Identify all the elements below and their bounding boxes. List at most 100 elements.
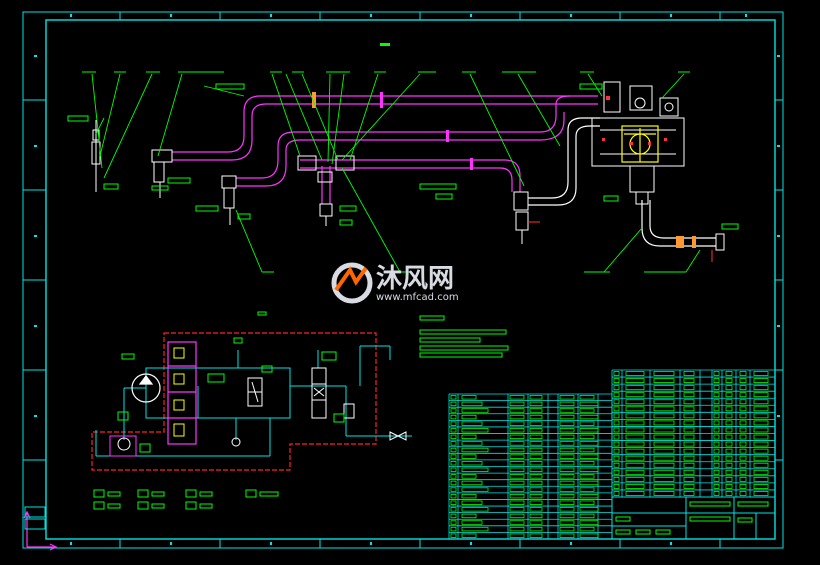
parts-row-qty [529, 401, 543, 407]
parts-row-weight [725, 483, 733, 489]
parts-row-qty [529, 526, 543, 532]
parts-row-name [509, 493, 525, 499]
parts-row-name [509, 447, 525, 453]
leader-lines [91, 73, 701, 273]
parts-row-weight-total [739, 491, 747, 496]
technical-notes [419, 315, 509, 358]
hydraulic-lines [95, 345, 412, 457]
parts-row-remark [753, 427, 769, 433]
parts-row-code [461, 480, 483, 486]
parts-row-name [653, 399, 675, 405]
parts-row-weight [725, 434, 733, 440]
parts-row-name [509, 454, 525, 459]
parts-row-code [461, 441, 483, 446]
pipe-routing [172, 95, 598, 204]
parts-row-remark [579, 408, 595, 413]
parts-row-index [613, 406, 620, 412]
parts-row-weight-total [739, 448, 747, 454]
parts-row-code [461, 487, 489, 492]
parts-row-qty [529, 487, 543, 492]
parts-row-index [613, 455, 620, 461]
parts-row-weight [725, 427, 733, 433]
parts-row-name [509, 428, 525, 433]
parts-row-index [450, 480, 457, 486]
parts-row-remark [579, 454, 599, 459]
parts-row-unit [713, 434, 720, 440]
parts-row-unit [713, 385, 720, 391]
parts-row-unit [713, 483, 720, 489]
parts-row-code [625, 406, 645, 412]
parts-row-name [653, 420, 675, 426]
parts-row-qty [529, 480, 543, 486]
parts-row-code [461, 421, 483, 426]
parts-row-code [625, 420, 645, 426]
parts-row-code [625, 476, 645, 482]
callout-tags [67, 83, 739, 316]
parts-row-weight-total [739, 476, 747, 482]
parts-row-qty [683, 413, 695, 419]
parts-row-remark [753, 448, 769, 454]
parts-row-remark [579, 414, 599, 420]
return-pipe [528, 117, 716, 247]
parts-row-remark [579, 421, 595, 426]
parts-row-name [653, 392, 675, 398]
parts-row-remark [579, 487, 595, 492]
parts-row-code [461, 408, 489, 413]
bottom-left-small-boxes [24, 506, 46, 530]
parts-row-index [613, 476, 620, 482]
parts-row-qty [683, 399, 695, 405]
parts-row-index [450, 421, 457, 426]
parts-row-qty [529, 500, 543, 505]
parts-row-qty [683, 491, 695, 496]
parts-row-unit [713, 399, 720, 405]
parts-row-weight-total [739, 392, 747, 398]
parts-row-name [509, 526, 525, 532]
parts-row-remark [753, 462, 769, 468]
parts-row-material [559, 533, 575, 538]
parts-row-index [450, 467, 457, 472]
parts-row-unit [713, 462, 720, 468]
watermark-logo [331, 262, 373, 304]
parts-row-remark [579, 401, 599, 407]
parts-row-name [653, 378, 675, 384]
parts-row-name [509, 500, 525, 505]
parts-row-index [613, 385, 620, 391]
parts-row-remark [579, 461, 595, 466]
parts-row-weight [725, 378, 733, 384]
parts-row-index [613, 441, 620, 447]
schematic-labels [117, 337, 345, 453]
parts-row-material [559, 395, 575, 400]
parts-row-qty [683, 378, 695, 384]
parts-row-weight [725, 413, 733, 419]
parts-row-name [509, 434, 525, 440]
parts-row-weight-total [739, 385, 747, 391]
valve-manifold-block [591, 81, 685, 205]
parts-row-name [509, 408, 525, 413]
parts-row-weight [725, 441, 733, 447]
left-elbow-fitting [151, 149, 173, 198]
gauge-symbol [117, 437, 241, 451]
parts-row-remark [753, 392, 769, 398]
parts-row-weight [725, 399, 733, 405]
parts-row-code [625, 427, 645, 433]
parts-row-name [509, 520, 525, 525]
parts-row-unit [713, 420, 720, 426]
parts-row-weight-total [739, 441, 747, 447]
parts-row-weight [725, 406, 733, 412]
parts-row-weight-total [739, 483, 747, 489]
parts-row-remark [579, 513, 595, 519]
parts-row-material [559, 520, 575, 525]
parts-row-qty [529, 454, 543, 459]
parts-row-qty [683, 434, 695, 440]
parts-row-remark [579, 520, 599, 525]
parts-row-weight [725, 420, 733, 426]
parts-row-code [625, 371, 645, 376]
parts-row-weight-total [739, 371, 747, 376]
watermark-url: www.mfcad.com [376, 292, 459, 303]
parts-row-name [653, 413, 675, 419]
parts-row-material [559, 480, 575, 486]
parts-row-name [653, 491, 675, 496]
parts-row-name [653, 406, 675, 412]
parts-row-code [625, 455, 645, 461]
valve-stack [167, 341, 197, 445]
